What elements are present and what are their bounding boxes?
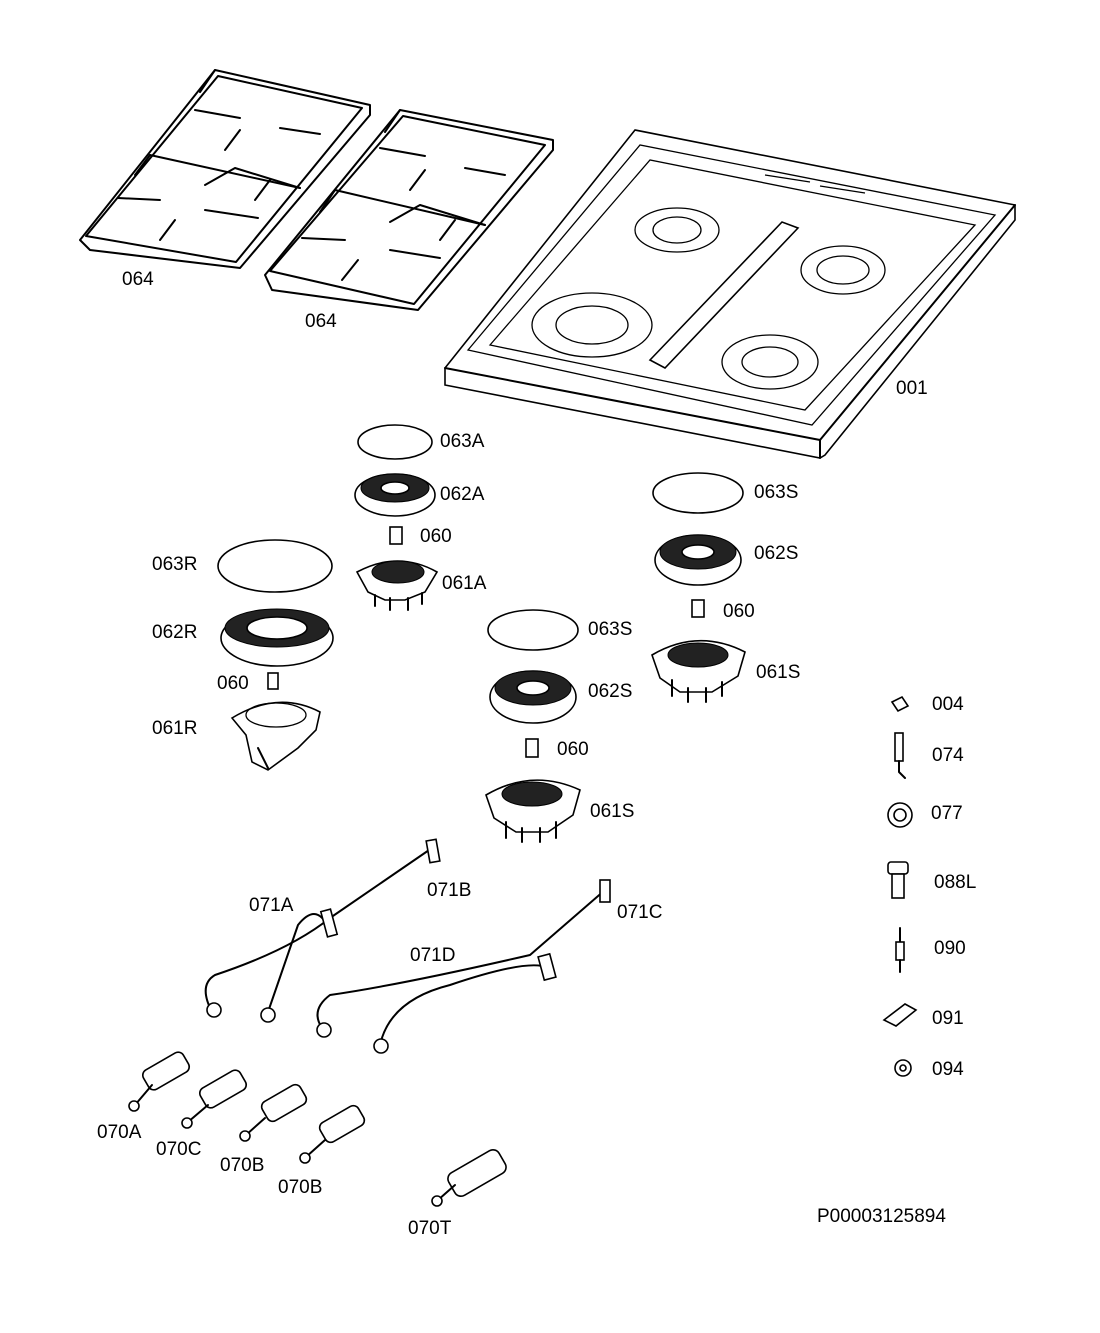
label-tap-a: 070A: [97, 1122, 142, 1143]
part-091-bracket: [882, 1003, 918, 1027]
burner-crown-rapid: [220, 608, 334, 667]
part-077-fitting: [887, 802, 913, 828]
gas-tap-070b-1: [239, 1083, 308, 1142]
burner-cap-rapid: [217, 539, 333, 593]
pan-support-right: [264, 109, 554, 311]
part-004-clip: [890, 695, 910, 713]
burner-cap-auxiliary: [357, 424, 433, 460]
burner-base-rapid: [230, 701, 321, 771]
gas-pipe-071d: [373, 952, 557, 1054]
label-base-rapid: 061R: [152, 718, 197, 739]
label-part-074: 074: [932, 745, 964, 766]
gas-tap-070a: [128, 1051, 191, 1112]
label-injector-aux: 060: [420, 526, 452, 547]
label-injector-semi-2: 060: [557, 739, 589, 760]
label-pipe-a: 071A: [249, 895, 294, 916]
gas-pipe-071a: [260, 908, 339, 1023]
label-pipe-c: 071C: [617, 902, 662, 923]
burner-crown-semi-rapid-1: [654, 534, 742, 586]
label-hob-top: 001: [896, 378, 928, 399]
gas-tap-070b-2: [299, 1104, 366, 1164]
injector-semi-rapid-2: [525, 738, 539, 758]
label-injector-semi-1: 060: [723, 601, 755, 622]
hob-burner-hole-back-right: [800, 245, 886, 295]
label-grate-left: 064: [122, 269, 154, 290]
label-part-091: 091: [932, 1008, 964, 1029]
burner-crown-semi-rapid-2: [489, 670, 577, 724]
part-090-spark-electrode: [895, 927, 905, 973]
label-crown-semi-2: 062S: [588, 681, 632, 702]
gas-tap-070c: [181, 1069, 248, 1129]
injector-rapid: [267, 672, 279, 690]
label-cap-aux: 063A: [440, 431, 485, 452]
label-part-077: 077: [931, 803, 963, 824]
label-tap-t: 070T: [408, 1218, 452, 1239]
label-crown-semi-1: 062S: [754, 543, 798, 564]
label-crown-rapid: 062R: [152, 622, 197, 643]
label-base-semi-1: 061S: [756, 662, 800, 683]
label-crown-aux: 062A: [440, 484, 485, 505]
burner-base-auxiliary: [355, 560, 439, 611]
burner-cap-semi-rapid-1: [652, 472, 744, 514]
label-base-aux: 061A: [442, 573, 487, 594]
hob-burner-hole-back-left: [634, 207, 720, 253]
label-injector-rapid: 060: [217, 673, 249, 694]
hob-top-plate: [444, 129, 1016, 459]
gas-pipe-071c: [316, 879, 611, 1038]
injector-auxiliary: [389, 526, 403, 545]
label-cap-semi-1: 063S: [754, 482, 798, 503]
label-pipe-d: 071D: [410, 945, 455, 966]
label-cap-rapid: 063R: [152, 554, 197, 575]
hob-burner-hole-front-right: [721, 334, 819, 390]
label-tap-b1: 070B: [220, 1155, 264, 1176]
label-part-094: 094: [932, 1059, 964, 1080]
burner-crown-auxiliary: [354, 473, 436, 517]
part-074-thermocouple: [894, 732, 906, 779]
hob-burner-hole-front-left: [531, 292, 653, 358]
gas-tap-070t: [431, 1149, 507, 1207]
label-base-semi-2: 061S: [590, 801, 634, 822]
label-pipe-b: 071B: [427, 880, 471, 901]
pan-support-left: [79, 69, 371, 269]
part-094-nut: [894, 1059, 912, 1077]
gas-pipe-071b: [204, 838, 441, 1018]
label-cap-semi-2: 063S: [588, 619, 632, 640]
burner-base-semi-rapid-2: [485, 779, 581, 843]
label-tap-b2: 070B: [278, 1177, 322, 1198]
burner-base-semi-rapid-1: [651, 639, 746, 703]
label-part-090: 090: [934, 938, 966, 959]
burner-cap-semi-rapid-2: [487, 609, 579, 651]
drawing-number: P00003125894: [817, 1206, 946, 1227]
label-tap-c: 070C: [156, 1139, 201, 1160]
label-part-004: 004: [932, 694, 964, 715]
injector-semi-rapid-1: [691, 599, 705, 618]
label-part-088l: 088L: [934, 872, 976, 893]
part-088l-knob-spindle: [887, 861, 909, 899]
label-grate-right: 064: [305, 311, 337, 332]
